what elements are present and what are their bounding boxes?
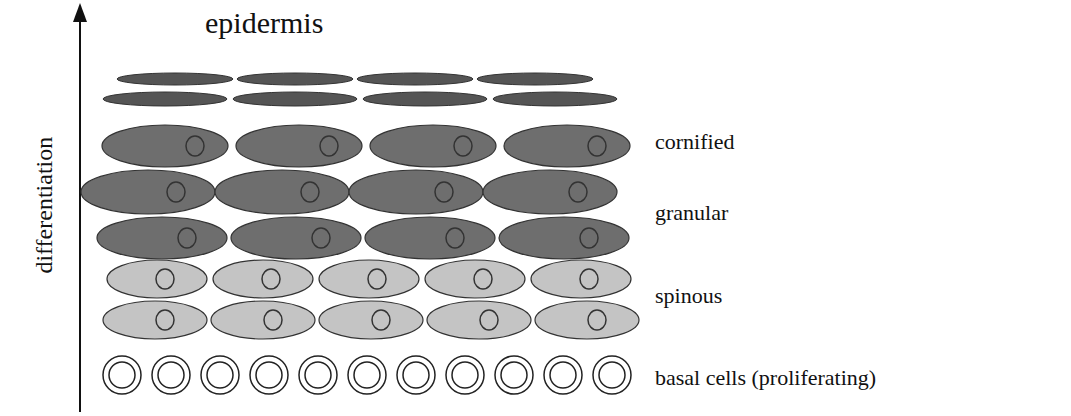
granular-cell: [504, 125, 630, 167]
granular-cell-nucleus: [178, 228, 196, 248]
spinous-cell-nucleus: [588, 310, 606, 330]
basal-nucleus: [403, 362, 429, 388]
granular-cell: [97, 217, 227, 259]
basal-nucleus: [550, 362, 576, 388]
axis-label: differentiation: [31, 137, 57, 274]
layer-label: granular: [655, 201, 728, 225]
cornified-cell: [357, 73, 473, 85]
granular-cell: [499, 217, 629, 259]
granular-cell-nucleus: [446, 228, 464, 248]
granular-cell-nucleus: [454, 136, 472, 156]
basal-nucleus: [207, 362, 233, 388]
basal-cell: [495, 356, 533, 394]
spinous-cell-nucleus: [156, 269, 174, 289]
spinous-cell: [319, 260, 419, 298]
spinous-cell: [213, 260, 313, 298]
differentiation-arrow: [79, 18, 81, 412]
basal-cell: [201, 356, 239, 394]
basal-cell: [250, 356, 288, 394]
granular-cell: [370, 125, 496, 167]
cornified-cell: [117, 73, 233, 85]
basal-nucleus: [109, 362, 135, 388]
basal-nucleus: [501, 362, 527, 388]
granular-cell: [365, 217, 495, 259]
layer-label: cornified: [655, 130, 734, 154]
basal-nucleus: [158, 362, 184, 388]
granular-cell-nucleus: [312, 228, 330, 248]
spinous-cell-nucleus: [372, 310, 390, 330]
spinous-cell: [211, 301, 315, 339]
granular-cell: [81, 170, 215, 214]
granular-cell-nucleus: [186, 136, 204, 156]
spinous-cell-nucleus: [480, 310, 498, 330]
spinous-cell: [531, 260, 631, 298]
cornified-cell: [233, 92, 357, 106]
basal-nucleus: [305, 362, 331, 388]
granular-cell: [236, 125, 362, 167]
arrow-head: [73, 3, 87, 22]
spinous-cell: [425, 260, 525, 298]
spinous-cell: [107, 260, 207, 298]
spinous-cell-nucleus: [156, 310, 174, 330]
basal-cell: [446, 356, 484, 394]
granular-cell-nucleus: [167, 182, 185, 202]
basal-cell: [152, 356, 190, 394]
layer-label: basal cells (proliferating): [655, 366, 876, 390]
granular-cell: [349, 170, 483, 214]
cornified-cell: [493, 92, 617, 106]
spinous-cell: [427, 301, 531, 339]
basal-cell: [348, 356, 386, 394]
cornified-cell: [477, 73, 593, 85]
granular-cell-nucleus: [320, 136, 338, 156]
basal-cell: [544, 356, 582, 394]
spinous-cell-nucleus: [262, 269, 280, 289]
cornified-cell: [363, 92, 487, 106]
basal-cell: [593, 356, 631, 394]
diagram-title: epidermis: [205, 6, 323, 39]
granular-cell-nucleus: [301, 182, 319, 202]
granular-cell: [102, 125, 228, 167]
basal-cell: [299, 356, 337, 394]
granular-cell: [483, 170, 617, 214]
spinous-cell-nucleus: [368, 269, 386, 289]
basal-nucleus: [599, 362, 625, 388]
basal-cell: [103, 356, 141, 394]
spinous-cell-nucleus: [264, 310, 282, 330]
granular-cell: [215, 170, 349, 214]
granular-cell: [231, 217, 361, 259]
cornified-cell: [237, 73, 353, 85]
basal-nucleus: [354, 362, 380, 388]
granular-cell-nucleus: [569, 182, 587, 202]
basal-cell: [397, 356, 435, 394]
spinous-cell-nucleus: [474, 269, 492, 289]
spinous-cell-nucleus: [580, 269, 598, 289]
granular-cell-nucleus: [435, 182, 453, 202]
spinous-cell: [319, 301, 423, 339]
granular-cell-nucleus: [580, 228, 598, 248]
granular-cell-nucleus: [588, 136, 606, 156]
cornified-cell: [103, 92, 227, 106]
spinous-cell: [103, 301, 207, 339]
spinous-cell: [535, 301, 639, 339]
basal-nucleus: [452, 362, 478, 388]
basal-nucleus: [256, 362, 282, 388]
layer-label: spinous: [655, 284, 722, 308]
